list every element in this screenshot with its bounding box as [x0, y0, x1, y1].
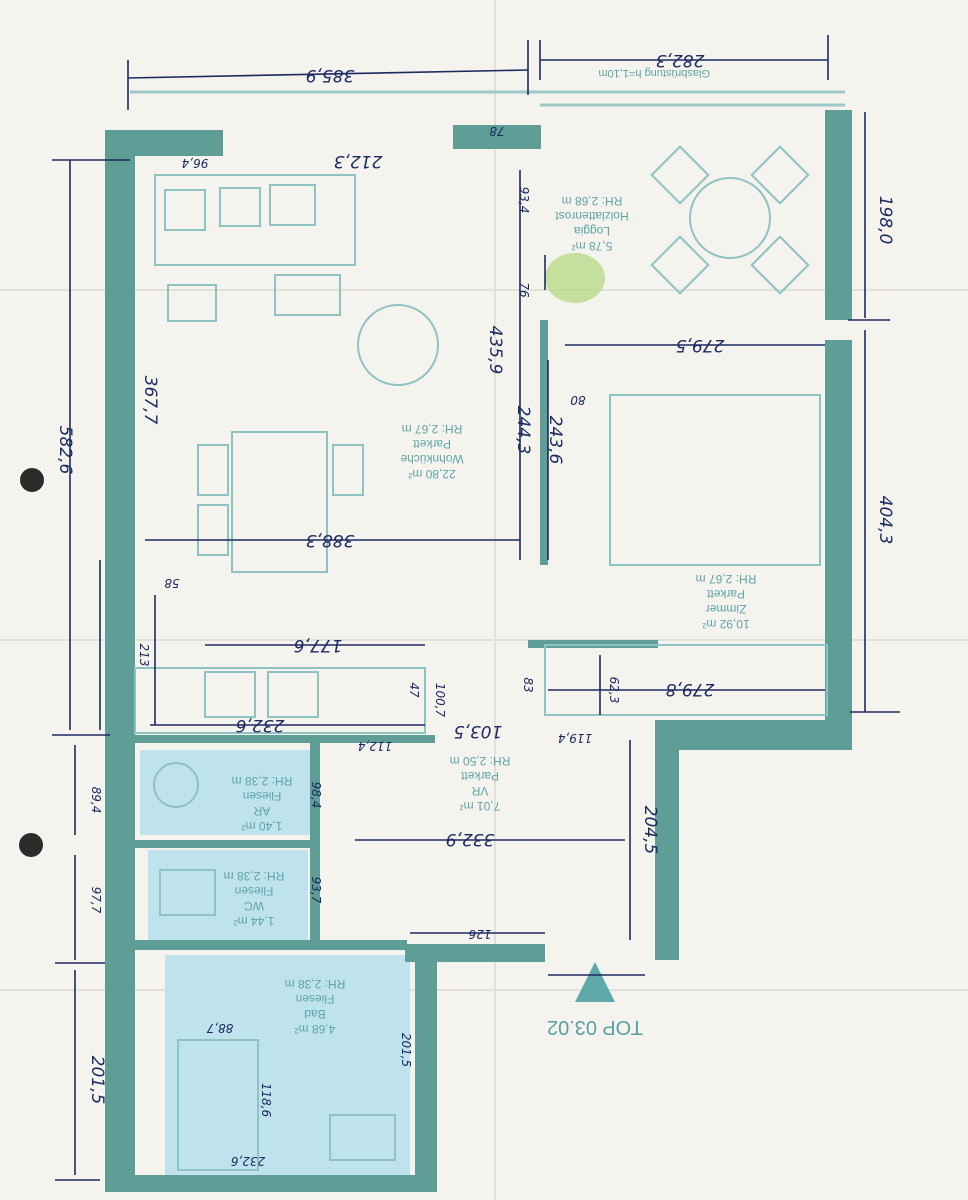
dim-storage-89: 89,4 — [89, 787, 103, 814]
dim-left-living: 367,7 — [140, 376, 160, 425]
hall-area: 7,01 m² — [460, 799, 501, 813]
dim-hall-103: 103,5 — [454, 721, 503, 741]
dim-top-right: 282,3 — [656, 50, 705, 70]
dim-hall-204: 204,5 — [640, 806, 660, 855]
dim-top-left: 385,9 — [306, 65, 355, 85]
bedroom-area: 10,92 m² — [702, 617, 749, 631]
planter-icon — [545, 253, 605, 303]
wet-areas — [140, 750, 410, 1175]
bath-name: Bad — [304, 1007, 325, 1021]
loggia-height: RH: 2,68 m — [562, 194, 623, 208]
dim-bath-232: 232,6 — [230, 1154, 265, 1168]
dim-right-bedroom: 404,3 — [875, 496, 895, 545]
dim-kitchen-47: 47 — [407, 682, 421, 698]
dim-hall-126: 126 — [468, 927, 491, 941]
dim-hall-112: 112,4 — [358, 739, 392, 753]
dimension-lines — [52, 35, 900, 1181]
living-name: Wohnküche — [400, 452, 463, 466]
dim-loggia-door: 93,4 — [517, 187, 531, 214]
storage-floor: Fliesen — [243, 789, 282, 803]
bath-floor: Fliesen — [296, 992, 335, 1006]
storage-height: RH: 2,38 m — [232, 774, 293, 788]
dim-kitchen-232: 232,6 — [235, 715, 284, 735]
dim-bath-88: 88,7 — [206, 1021, 233, 1035]
bedroom-height: RH: 2,67 m — [696, 572, 757, 586]
dim-wc-93: 93,7 — [309, 877, 323, 904]
wc-area: 1,44 m² — [234, 914, 275, 928]
dim-wc-97: 97,7 — [89, 887, 103, 914]
storage-area: 1,40 m² — [242, 819, 283, 833]
living-height: RH: 2,67 m — [402, 422, 463, 436]
dim-wall-244: 244,3 — [513, 406, 533, 455]
storage-name: AR — [253, 804, 270, 818]
dimension-labels: 385,9 282,3 582,6 367,7 198,0 404,3 212,… — [55, 50, 895, 1168]
dim-bath-201b: 201,5 — [399, 1033, 413, 1067]
dim-wardrobe-279: 279,8 — [665, 679, 714, 699]
loggia-name: Loggia — [574, 224, 610, 238]
room-labels: 22,80 m² Wohnküche Parkett RH: 2,67 m 5,… — [224, 67, 757, 1038]
bath-area: 4,68 m² — [295, 1022, 336, 1036]
dim-right-loggia: 198,0 — [875, 196, 895, 245]
dim-divider-76: 76 — [517, 282, 531, 298]
dim-living-depth: 435,9 — [485, 326, 505, 375]
dim-kitchen-213: 213 — [137, 644, 151, 667]
dim-living-58: 58 — [164, 576, 180, 590]
binder-hole-lower — [19, 833, 43, 857]
dim-bath-201: 201,5 — [87, 1056, 107, 1105]
balcony-note: Glasbrüstung h=1,10m — [598, 67, 710, 79]
bedroom-floor: Parkett — [706, 587, 745, 601]
bath-height: RH: 2,38 m — [285, 977, 346, 991]
wc-floor: Fliesen — [235, 884, 274, 898]
furniture — [134, 145, 828, 1171]
unit-label: TOP 03.02 — [547, 1016, 643, 1038]
wc-height: RH: 2,38 m — [224, 869, 285, 883]
dim-living-top: 212,3 — [334, 151, 383, 171]
wc-name: WC — [244, 899, 264, 913]
dim-bedroom-80: 80 — [570, 393, 586, 407]
dim-bedroom-243: 243,6 — [545, 416, 565, 465]
living-floor: Parkett — [412, 437, 451, 451]
bedroom-name: Zimmer — [706, 602, 747, 616]
dim-wardrobe-62: 62,3 — [607, 677, 621, 704]
dim-storage-98: 98,4 — [309, 782, 323, 809]
dim-kitchen-100: 100,7 — [433, 683, 447, 718]
binder-hole-upper — [20, 468, 44, 492]
dim-hall-83: 83 — [521, 677, 535, 692]
dim-left-total: 582,6 — [55, 426, 75, 475]
hall-floor: Parkett — [460, 769, 499, 783]
dim-living-width: 388,3 — [306, 530, 355, 550]
hall-height: RH: 2,50 m — [450, 754, 511, 768]
dim-hall-119: 119,4 — [558, 731, 592, 745]
walls — [105, 110, 852, 1192]
dim-bedroom-width: 279,5 — [676, 335, 725, 355]
hall-name: VR — [471, 784, 488, 798]
loggia-area: 5,78 m² — [572, 239, 613, 253]
living-area: 22,80 m² — [408, 467, 455, 481]
dim-door-78: 78 — [489, 124, 505, 138]
loggia-floor: Holzlattenrost — [555, 209, 629, 223]
dim-kitchen-177: 177,6 — [293, 635, 342, 655]
dim-hall-332: 332,9 — [446, 829, 495, 849]
entrance-arrow-icon — [575, 962, 615, 1002]
dim-bath-118: 118,6 — [259, 1083, 273, 1118]
dim-living-top-small: 96,4 — [182, 156, 209, 170]
